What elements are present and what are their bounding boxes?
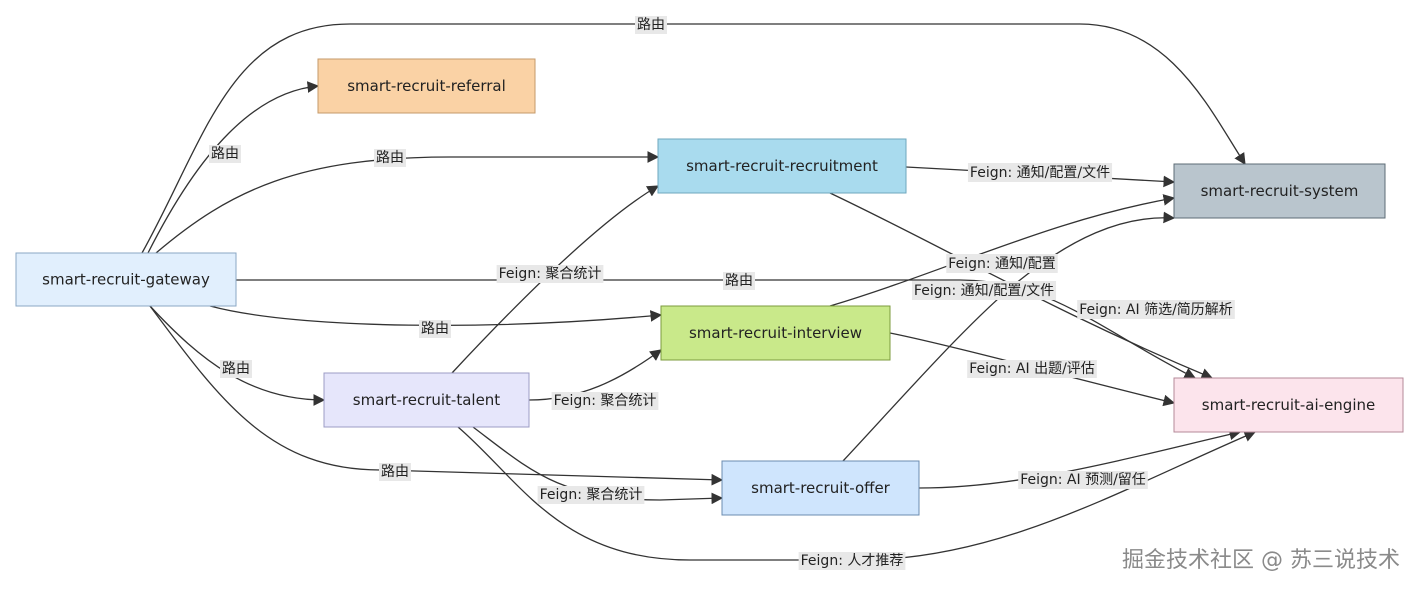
node-box bbox=[317, 58, 536, 114]
edge-label: 路由 bbox=[723, 272, 755, 290]
edge-label: Feign: 聚合统计 bbox=[537, 486, 645, 504]
edge-label-text: 路由 bbox=[381, 464, 409, 480]
edge-label-text: Feign: 聚合统计 bbox=[499, 266, 602, 282]
edge-label-bg bbox=[379, 463, 411, 481]
edge-label: Feign: AI 出题/评估 bbox=[967, 360, 1097, 378]
node-box bbox=[660, 305, 891, 361]
node-referral: smart-recruit-referral bbox=[317, 58, 536, 114]
node-label: smart-recruit-referral bbox=[347, 77, 506, 95]
edge-gateway-to-referral bbox=[147, 81, 320, 254]
edge-label: Feign: 聚合统计 bbox=[496, 265, 604, 283]
node-offer: smart-recruit-offer bbox=[721, 460, 920, 516]
edge-label-bg bbox=[551, 392, 659, 410]
edge-label: Feign: 聚合统计 bbox=[551, 392, 659, 410]
edge-label: 路由 bbox=[374, 149, 406, 167]
edge-label-bg bbox=[374, 149, 406, 167]
edge-talent-to-recruitment bbox=[451, 185, 660, 374]
edge-label-bg bbox=[967, 360, 1097, 378]
edge-label-text: Feign: 通知/配置/文件 bbox=[914, 282, 1054, 299]
edge-label-bg bbox=[911, 281, 1057, 300]
node-label: smart-recruit-offer bbox=[751, 479, 891, 497]
node-label: smart-recruit-interview bbox=[689, 324, 862, 342]
edge-label-text: Feign: 通知/配置/文件 bbox=[970, 164, 1110, 181]
edge-gateway-to-offer bbox=[149, 305, 724, 486]
edge-label: 路由 bbox=[379, 463, 411, 481]
node-box bbox=[15, 252, 237, 307]
edge-label-text: Feign: AI 筛选/简历解析 bbox=[1079, 301, 1233, 318]
node-box bbox=[1173, 163, 1386, 219]
edge-label-bg bbox=[635, 16, 667, 34]
node-ai-engine: smart-recruit-ai-engine bbox=[1173, 377, 1404, 433]
edge-label: 路由 bbox=[220, 360, 252, 378]
edge-label-bg bbox=[946, 254, 1058, 273]
edge-label-bg bbox=[798, 552, 906, 570]
edge-label: Feign: 通知/配置/文件 bbox=[967, 163, 1113, 182]
edge-label-bg bbox=[723, 272, 755, 290]
edge-talent-to-interview bbox=[528, 349, 662, 401]
edge-gateway-to-recruitment bbox=[155, 151, 660, 254]
edge-gateway-to-interview bbox=[209, 305, 663, 326]
node-box bbox=[657, 138, 907, 194]
node-box bbox=[721, 460, 920, 516]
node-recruitment: smart-recruit-recruitment bbox=[657, 138, 907, 194]
edge-label-text: Feign: 通知/配置 bbox=[948, 255, 1055, 272]
edge-label: Feign: 通知/配置/文件 bbox=[911, 281, 1057, 300]
edge-label-text: 路由 bbox=[637, 17, 665, 33]
edge-label: Feign: 通知/配置 bbox=[946, 254, 1058, 273]
edge-label-text: Feign: 人才推荐 bbox=[801, 553, 904, 569]
edge-interview-to-system bbox=[829, 194, 1176, 307]
node-label: smart-recruit-system bbox=[1201, 182, 1359, 200]
node-interview: smart-recruit-interview bbox=[660, 305, 891, 361]
node-gateway: smart-recruit-gateway bbox=[15, 252, 237, 307]
node-box bbox=[1173, 377, 1404, 433]
edge-label-text: 路由 bbox=[222, 361, 250, 377]
edge-label: 路由 bbox=[419, 320, 451, 338]
edge-label-text: Feign: 聚合统计 bbox=[554, 393, 657, 409]
edge-label-bg bbox=[209, 145, 241, 163]
edge-label-text: 路由 bbox=[421, 321, 449, 337]
edge-label-text: 路由 bbox=[211, 146, 239, 162]
edge-label-text: 路由 bbox=[376, 150, 404, 166]
edge-label-bg bbox=[967, 163, 1113, 182]
edge-label-bg bbox=[1077, 300, 1235, 319]
edge-label: Feign: AI 筛选/简历解析 bbox=[1077, 300, 1235, 319]
edge-label-bg bbox=[496, 265, 604, 283]
node-label: smart-recruit-gateway bbox=[42, 271, 210, 289]
edge-label-bg bbox=[537, 486, 645, 504]
node-system: smart-recruit-system bbox=[1173, 163, 1386, 219]
edge-label-text: 路由 bbox=[725, 273, 753, 289]
watermark: 掘金技术社区 @ 苏三说技术 bbox=[1122, 548, 1400, 573]
node-box bbox=[323, 372, 530, 428]
node-label: smart-recruit-talent bbox=[353, 391, 501, 409]
edge-label-text: Feign: AI 出题/评估 bbox=[969, 361, 1095, 377]
node-talent: smart-recruit-talent bbox=[323, 372, 530, 428]
edge-offer-to-system bbox=[842, 211, 1176, 462]
edge-label: Feign: 人才推荐 bbox=[798, 552, 906, 570]
edge-label: Feign: AI 预测/留任 bbox=[1018, 471, 1148, 489]
edge-gateway-to-system bbox=[141, 23, 1246, 254]
edge-label: 路由 bbox=[635, 16, 667, 34]
edge-label-bg bbox=[1018, 471, 1148, 489]
edge-label-bg bbox=[419, 320, 451, 338]
edge-label-text: Feign: 聚合统计 bbox=[540, 487, 643, 503]
edge-label-bg bbox=[220, 360, 252, 378]
node-label: smart-recruit-ai-engine bbox=[1202, 396, 1375, 414]
edge-label: 路由 bbox=[209, 145, 241, 163]
edge-label-text: Feign: AI 预测/留任 bbox=[1020, 472, 1146, 488]
edge-offer-to-ai_engine bbox=[918, 428, 1242, 489]
node-label: smart-recruit-recruitment bbox=[686, 157, 878, 175]
